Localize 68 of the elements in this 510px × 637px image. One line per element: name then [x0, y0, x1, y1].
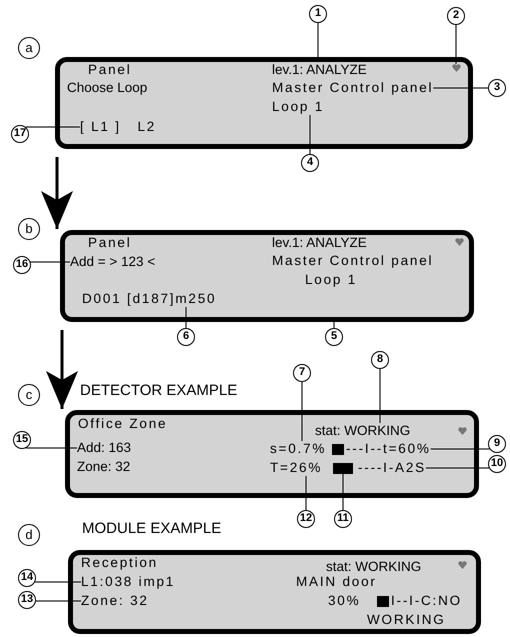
display-text: Zone: 32 [77, 459, 130, 475]
callout-number: 5 [325, 328, 343, 346]
callout-number: 2 [447, 7, 465, 25]
leader-line [25, 126, 80, 128]
panel-letter: c [18, 384, 40, 406]
display-text: Choose Loop [67, 80, 148, 96]
display-text: Reception [81, 555, 158, 571]
lcd-panel [55, 57, 473, 149]
callout-number: 4 [301, 154, 319, 172]
level-bar [377, 596, 389, 607]
callout-number: 8 [371, 351, 389, 369]
callout-number: 3 [488, 79, 506, 97]
section-heading: MODULE EXAMPLE [82, 520, 222, 538]
display-text: ---I--t=60% [346, 441, 431, 457]
callout-number: 16 [13, 256, 31, 274]
callout-number: 17 [11, 125, 29, 143]
display-text: [ L1 ] L2 [80, 119, 156, 135]
display-text: stat: WORKING [315, 423, 410, 439]
display-text: lev.1: ANALYZE [272, 235, 367, 251]
callout-number: 13 [18, 591, 36, 609]
display-text: Add: 163 [77, 440, 132, 456]
display-text: Panel [88, 62, 132, 78]
panel-letter: d [18, 524, 40, 546]
panel-letter: a [18, 37, 40, 59]
display-text: Loop 1 [305, 272, 358, 288]
display-text: stat: WORKING [326, 559, 422, 575]
display-text: Master Control panel [272, 253, 434, 269]
display-text: MAIN door [296, 574, 377, 590]
leader-line [342, 474, 344, 510]
panel-letter: b [18, 218, 40, 240]
callout-number: 6 [177, 328, 195, 346]
heart-icon [455, 238, 464, 246]
display-text: Master Control panel [272, 80, 434, 96]
callout-number: 9 [488, 435, 506, 453]
display-text: I--I-C:NO [391, 593, 462, 609]
arrow [41, 157, 73, 229]
heart-icon [458, 561, 467, 569]
callout-number: 12 [297, 510, 315, 528]
callout-number: 1 [309, 5, 327, 23]
display-text: Office Zone [78, 416, 168, 432]
level-bar [332, 444, 344, 455]
callout-number: 11 [334, 510, 352, 528]
lcd-panel [65, 410, 479, 498]
leader-line [430, 448, 490, 450]
section-heading: DETECTOR EXAMPLE [80, 382, 238, 400]
display-text: ----I-A2S [358, 460, 426, 476]
display-text: L1:038 imp1 [81, 574, 176, 590]
display-text: lev.1: ANALYZE [272, 62, 367, 78]
display-text: Add = > 123 < [70, 254, 156, 270]
arrow [46, 330, 78, 409]
lcd-panel [60, 230, 474, 322]
display-text: Loop 1 [272, 99, 324, 115]
heart-icon [452, 64, 461, 72]
display-text: D001 [d187]m250 [82, 291, 216, 307]
callout-number: 7 [293, 364, 311, 382]
display-text: T=26% [270, 460, 322, 476]
display-text: WORKING [367, 612, 446, 628]
level-bar [333, 463, 353, 474]
callout-number: 14 [18, 569, 36, 587]
display-text: Zone: 32 [81, 593, 149, 609]
callout-number: 15 [13, 431, 31, 449]
display-text: 30% [328, 593, 360, 609]
leader-line [35, 600, 82, 602]
display-text: Panel [88, 235, 132, 251]
display-text: s=0.7% [270, 441, 326, 457]
lcd-panel [68, 550, 481, 634]
heart-icon [458, 427, 467, 435]
callout-number: 10 [488, 455, 506, 473]
